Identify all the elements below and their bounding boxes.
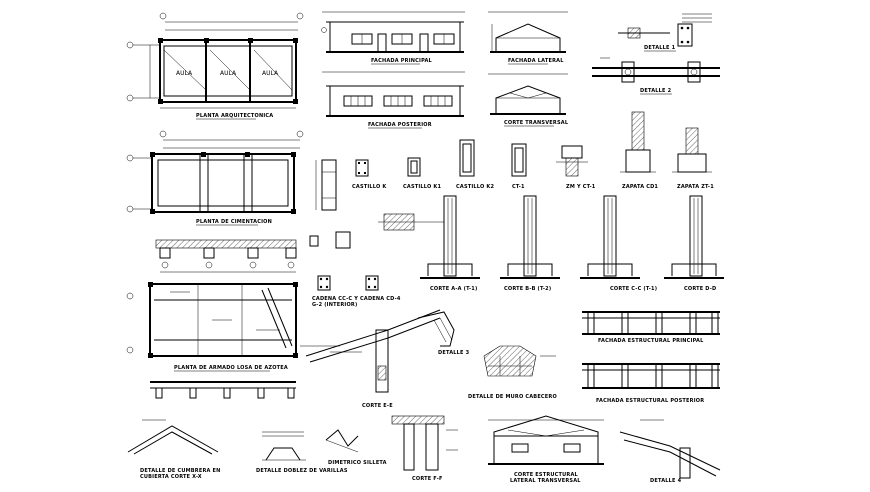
- caption-detalle-muro: DETALLE DE MURO CABECERO: [468, 394, 557, 400]
- structural-elevation-front: FACHADA ESTRUCTURAL PRINCIPAL: [582, 311, 720, 344]
- column-details-row: CASTILLO K CASTILLO K1 CASTILLO K2 CT-1 …: [352, 111, 714, 190]
- caption-fachada-estructural-1: FACHADA ESTRUCTURAL PRINCIPAL: [598, 338, 704, 344]
- caption-detalle-4: DETALLE 4: [650, 478, 682, 484]
- caption-planta-cimentacion: PLANTA DE CIMENTACION: [196, 219, 272, 225]
- caption-detalle-cumbrera: DETALLE DE CUMBRERA EN: [140, 468, 221, 474]
- beam-reinforcement-elevation: [150, 381, 296, 399]
- foundation-strip-section: [155, 231, 351, 269]
- floor-plan-slab-reinforcement: PLANTA DE ARMADO LOSA DE AZOTEA: [126, 271, 298, 372]
- caption-corte-estructural-sub: LATERAL TRANSVERSAL: [510, 478, 581, 484]
- caption-planta-arquitectonica: PLANTA ARQUITECTONICA: [196, 113, 273, 119]
- caption-corte-d: CORTE D-D: [684, 286, 716, 292]
- caption-planta-losa: PLANTA DE ARMADO LOSA DE AZOTEA: [174, 365, 288, 371]
- caption-fachada-lateral: FACHADA LATERAL: [508, 58, 564, 64]
- caption-zapata-zt1: ZAPATA ZT-1: [677, 184, 714, 190]
- caption-corte-a: CORTE A-A (T-1): [430, 286, 477, 292]
- caption-zm-ct1: ZM Y CT-1: [566, 184, 596, 190]
- caption-corte-transversal: CORTE TRANSVERSAL: [504, 120, 569, 126]
- tie-beam-details: CADENA CC-C Y G-2 (INTERIOR) CADENA CD-4: [312, 275, 401, 308]
- caption-corte-b: CORTE B-B (T-2): [504, 286, 551, 292]
- section-e-e: CORTE E-E: [300, 309, 441, 409]
- room-label: AULA: [262, 70, 279, 77]
- caption-detalle-doblez: DETALLE DOBLEZ DE VARILLAS: [256, 468, 348, 474]
- caption-corte-e: CORTE E-E: [362, 403, 393, 409]
- caption-cadena-cc-sub: G-2 (INTERIOR): [312, 302, 357, 308]
- structural-elevation-rear: FACHADA ESTRUCTURAL POSTERIOR: [582, 363, 720, 404]
- caption-detalle-1: DETALLE 1: [644, 45, 676, 51]
- elevation-rear: FACHADA POSTERIOR: [322, 71, 465, 129]
- caption-corte-c: CORTE C-C (T-1): [610, 286, 657, 292]
- elevation-front: FACHADA PRINCIPAL: [321, 11, 465, 65]
- section-f-f: CORTE F-F: [391, 415, 458, 482]
- floor-plan-architectural: AULA AULA AULA PLANTA ARQUITECTONICA: [126, 12, 304, 120]
- caption-ct1: CT-1: [512, 184, 525, 190]
- section-structural: CORTE ESTRUCTURAL LATERAL TRANSVERSAL: [488, 415, 604, 484]
- caption-detalle-3: DETALLE 3: [438, 350, 470, 356]
- caption-castillo-k: CASTILLO K: [352, 184, 387, 190]
- caption-detalle-cumbrera-sub: CUBIERTA CORTE X-X: [140, 474, 202, 480]
- detail-header-wall: DETALLE DE MURO CABECERO: [468, 345, 557, 400]
- detail-1: DETALLE 1: [618, 13, 712, 52]
- caption-fachada-estructural-2: FACHADA ESTRUCTURAL POSTERIOR: [596, 398, 704, 404]
- caption-dimetrico-silleta: DIMETRICO SILLETA: [328, 460, 387, 466]
- elevation-side: FACHADA LATERAL: [488, 11, 568, 65]
- detail-3: DETALLE 3: [417, 311, 470, 356]
- detail-rebar-bending: DETALLE DOBLEZ DE VARILLAS: [256, 431, 348, 474]
- caption-cadena-cc: CADENA CC-C Y: [312, 296, 358, 302]
- caption-corte-f: CORTE F-F: [412, 476, 443, 482]
- caption-castillo-k1: CASTILLO K1: [403, 184, 441, 190]
- caption-zapata-cd1: ZAPATA CD1: [622, 184, 658, 190]
- room-label: AULA: [176, 70, 193, 77]
- floor-plan-foundation: PLANTA DE CIMENTACION: [126, 130, 337, 226]
- caption-corte-estructural: CORTE ESTRUCTURAL: [514, 472, 579, 478]
- room-label: AULA: [220, 70, 237, 77]
- detail-chair-dimetric: DIMETRICO SILLETA: [325, 429, 387, 466]
- detail-4: DETALLE 4: [619, 419, 721, 484]
- caption-fachada-principal: FACHADA PRINCIPAL: [371, 58, 433, 64]
- detail-ridge: DETALLE DE CUMBRERA EN CUBIERTA CORTE X-…: [127, 419, 221, 480]
- caption-detalle-2: DETALLE 2: [640, 88, 672, 94]
- section-transverse: CORTE TRANSVERSAL: [488, 73, 569, 127]
- caption-fachada-posterior: FACHADA POSTERIOR: [368, 122, 432, 128]
- caption-cadena-cd: CADENA CD-4: [360, 296, 401, 302]
- caption-castillo-k2: CASTILLO K2: [456, 184, 494, 190]
- detail-2: DETALLE 2: [592, 57, 720, 95]
- foundation-sections: CORTE A-A (T-1) CORTE B-B (T-2) CORTE C-…: [378, 195, 724, 292]
